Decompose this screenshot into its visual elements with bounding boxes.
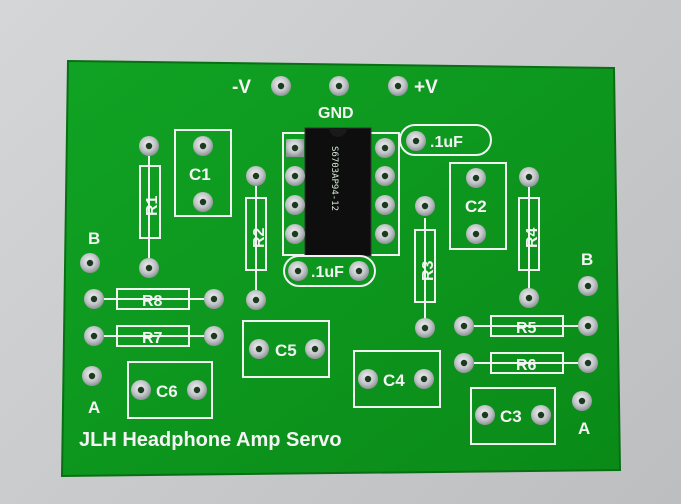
ic-pin-2 [285,166,305,186]
resistor-r1: R1 [139,136,161,278]
svg-text:.1uF: .1uF [430,134,463,151]
ic-pin-4 [285,224,305,244]
edge-connector-right: B A [572,250,598,438]
resistor-r6: R6 [454,352,598,374]
ic-pin-6 [375,195,395,215]
svg-text:C4: C4 [383,371,405,390]
resistor-r3: R3 [414,196,437,338]
svg-text:R1: R1 [144,195,161,216]
svg-text:R3: R3 [420,260,437,281]
pad-pos-v [388,76,408,96]
resistor-r5: R5 [454,315,598,337]
svg-text:R5: R5 [516,320,537,337]
svg-text:C5: C5 [275,341,297,360]
capacitor-01uf-bottom: .1uF [283,255,376,287]
label-a-right: A [578,419,590,438]
capacitor-c4: C4 [353,350,441,408]
capacitor-c6: C6 [127,361,213,419]
resistor-r2: R2 [245,166,268,310]
capacitor-c5: C5 [242,320,330,378]
label-neg-v: -V [232,77,251,98]
svg-text:R2: R2 [251,227,268,248]
ic-pin-3 [285,195,305,215]
ic-pin-1 [286,139,304,157]
svg-text:R6: R6 [516,357,537,374]
board-title: JLH Headphone Amp Servo [79,429,342,451]
pad-gnd [329,76,349,96]
label-b-left: B [88,229,100,248]
edge-connector-left: B A [80,229,102,417]
label-pos-v: +V [414,77,438,98]
svg-text:C2: C2 [465,197,487,216]
resistor-r4: R4 [518,167,541,308]
label-a-left: A [88,398,100,417]
ic-pin-5 [375,224,395,244]
label-b-right: B [581,250,593,269]
svg-text:C1: C1 [189,165,211,184]
svg-text:R8: R8 [142,293,163,310]
ic-pin-7 [375,166,395,186]
capacitor-c2: C2 [449,162,507,250]
svg-text:.1uF: .1uF [311,264,344,281]
capacitor-c1: C1 [174,129,232,217]
resistor-r7: R7 [84,325,224,347]
power-header: -V GND +V [232,76,438,122]
capacitor-c3: C3 [470,387,556,445]
svg-text:R7: R7 [142,330,163,347]
svg-text:C3: C3 [500,407,522,426]
pcb-board [60,59,622,478]
svg-text:R4: R4 [524,227,541,248]
label-gnd: GND [318,105,354,122]
capacitor-01uf-top: .1uF [399,124,492,156]
ic-opamp: S6703AP94-12 [282,127,400,257]
resistor-r8: R8 [84,288,224,310]
pad-neg-v [271,76,291,96]
svg-text:C6: C6 [156,382,178,401]
chip-marking: S6703AP94-12 [329,146,339,211]
ic-pin-8 [375,138,395,158]
